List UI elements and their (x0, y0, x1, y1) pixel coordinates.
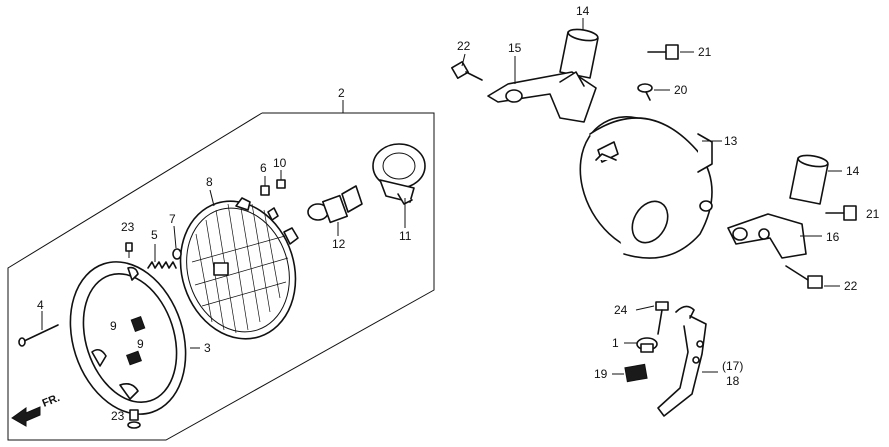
label-7: 7 (169, 212, 176, 226)
stay-plate-17-18 (657, 305, 718, 417)
front-direction-arrow: FR. (11, 392, 62, 427)
nut-6 (260, 176, 270, 196)
headlight-lens (179, 197, 299, 340)
socket-cover-11 (372, 143, 426, 228)
label-22-lower: 22 (844, 279, 858, 293)
nut-7 (172, 225, 182, 260)
label-13: 13 (724, 134, 738, 148)
screw-20 (637, 83, 670, 101)
label-11: 11 (399, 229, 412, 243)
label-4: 4 (37, 298, 44, 312)
bracket-15 (487, 56, 597, 123)
rubber-sleeve-14-right (789, 154, 842, 205)
front-direction-label: FR. (41, 392, 62, 410)
bracket-16 (727, 213, 822, 259)
label-10: 10 (273, 156, 287, 170)
cap-10 (276, 170, 286, 189)
grommet-19 (612, 363, 648, 383)
label-16: 16 (826, 230, 840, 244)
spring-5 (147, 244, 177, 269)
label-9-lower: 9 (137, 337, 144, 351)
headlight-case-13 (579, 116, 722, 259)
label-14-upper: 14 (576, 4, 590, 18)
label-12: 12 (332, 237, 346, 251)
label-21-upper: 21 (698, 45, 712, 59)
label-3: 3 (204, 341, 211, 355)
label-21-right: 21 (866, 207, 880, 221)
screw-4 (18, 311, 59, 347)
label-19: 19 (594, 367, 608, 381)
label-22-upper: 22 (457, 39, 471, 53)
label-24: 24 (614, 303, 628, 317)
label-17: (17) (722, 359, 743, 373)
bolt-21-right (825, 205, 857, 221)
clip-9-lower (126, 350, 142, 366)
bulb-12 (307, 185, 363, 236)
screw-24 (635, 301, 669, 335)
label-18: 18 (726, 374, 740, 388)
label-14-right: 14 (846, 164, 860, 178)
headlight-rim (69, 261, 187, 415)
clip-9-upper (130, 316, 146, 332)
label-1: 1 (612, 336, 619, 350)
bolt-21-upper (647, 44, 694, 60)
label-23-lower: 23 (111, 409, 125, 423)
label-6: 6 (260, 161, 267, 175)
label-23-upper: 23 (121, 220, 135, 234)
collar-1 (624, 337, 658, 353)
screw-23-upper (125, 242, 133, 258)
label-2: 2 (338, 86, 345, 100)
label-9-upper: 9 (110, 319, 117, 333)
bolt-22-upper (451, 53, 483, 81)
screw-23-lower (127, 409, 141, 429)
bolt-22-lower (785, 265, 840, 289)
label-5: 5 (151, 228, 158, 242)
label-15: 15 (508, 41, 522, 55)
label-8: 8 (206, 175, 213, 189)
rubber-sleeve-14-upper (559, 18, 599, 79)
label-20: 20 (674, 83, 688, 97)
headlight-unit-group-outline (7, 100, 435, 441)
